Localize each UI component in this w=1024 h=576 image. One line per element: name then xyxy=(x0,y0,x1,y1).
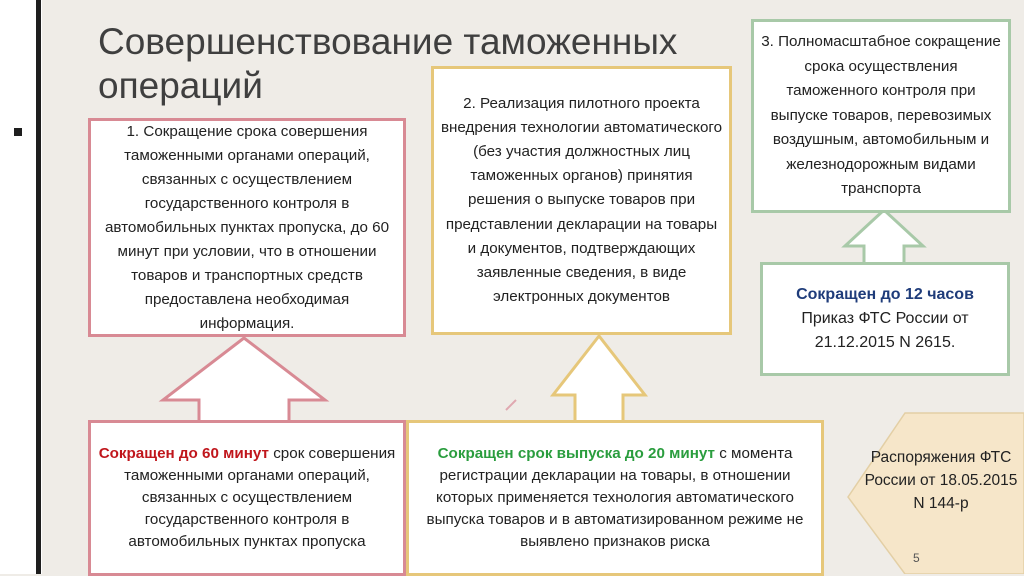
left-stripe xyxy=(36,0,41,574)
accent-square xyxy=(14,128,22,136)
arrow-up-green xyxy=(841,207,927,266)
step-2-box: 2. Реализация пилотного проекта внедрени… xyxy=(431,66,732,335)
result-1-text: срок совершения таможенными органами опе… xyxy=(124,445,396,550)
step-2-text: 2. Реализация пилотного проекта внедрени… xyxy=(440,94,723,306)
step-3-text: 3. Полномасштабное сокращение срока осущ… xyxy=(761,33,1001,198)
result-3-text: Приказ ФТС России от 21.12.2015 N 2615. xyxy=(801,310,969,351)
result-2-box: Сокращен срок выпуска до 20 минут с моме… xyxy=(406,420,824,576)
result-2-text: с момента регистрации декларации на това… xyxy=(426,445,804,550)
left-margin-bar xyxy=(0,0,42,574)
result-1-highlight: Сокращен до 60 минут xyxy=(98,445,269,462)
arrow-up-pink xyxy=(158,336,330,424)
step-1-box: 1. Сокращение срока совершения таможенны… xyxy=(88,118,406,337)
result-1-box: Сокращен до 60 минут срок совершения там… xyxy=(88,420,406,576)
step-1-text: 1. Сокращение срока совершения таможенны… xyxy=(104,122,390,332)
result-2-highlight: Сокращен срок выпуска до 20 минут xyxy=(437,445,715,462)
side-note-text: Распоряжения ФТС России от 18.05.2015 N … xyxy=(864,449,1018,512)
page-title: Совершенствование таможенных операций xyxy=(98,21,678,106)
page-number: 5 xyxy=(913,551,920,565)
side-note-panel xyxy=(847,412,1024,574)
result-3-highlight: Сокращен до 12 часов xyxy=(796,286,974,303)
divider-line xyxy=(505,399,517,411)
step-3-box: 3. Полномасштабное сокращение срока осущ… xyxy=(751,19,1011,213)
arrow-up-yellow xyxy=(549,333,649,424)
